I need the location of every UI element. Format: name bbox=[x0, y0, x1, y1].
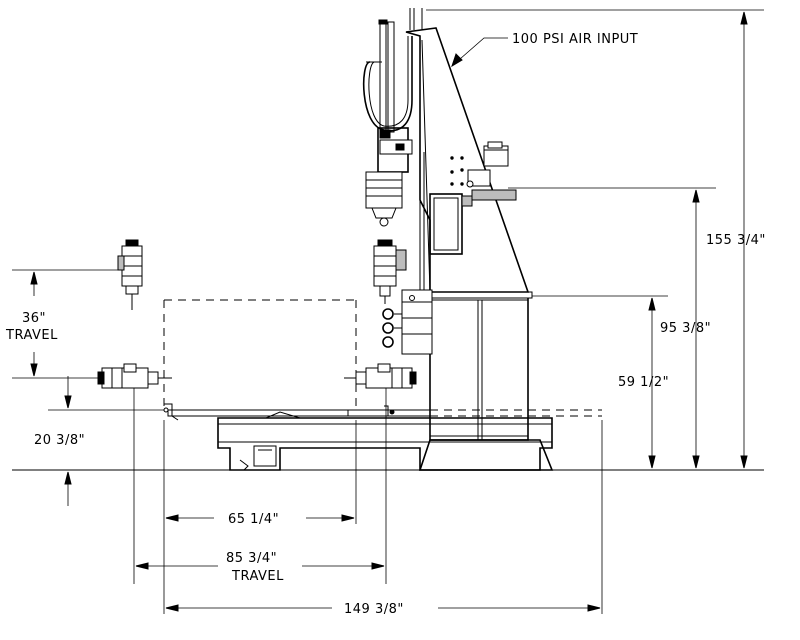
machine-base bbox=[163, 403, 602, 471]
dim-table-width: 65 1/4" bbox=[228, 512, 279, 527]
dim-overall-width: 149 3/8" bbox=[344, 602, 404, 617]
dim-table-height: 20 3/8" bbox=[34, 433, 85, 448]
travel-envelope bbox=[163, 299, 357, 408]
dimension-lines bbox=[12, 9, 764, 614]
air-input-callout: 100 PSI AIR INPUT bbox=[512, 32, 638, 47]
spindle-head-raised-position bbox=[117, 239, 143, 310]
machine-column bbox=[401, 27, 554, 471]
upper-head-assembly bbox=[362, 8, 423, 227]
spindle-head-right-position bbox=[344, 363, 417, 389]
dim-column-height: 95 3/8" bbox=[660, 321, 711, 336]
spindle-head bbox=[373, 239, 407, 348]
dim-base-height: 59 1/2" bbox=[618, 375, 669, 390]
dim-horizontal-travel-label: TRAVEL bbox=[231, 569, 284, 584]
dim-vertical-travel-label: TRAVEL bbox=[5, 328, 58, 343]
dim-overall-height: 155 3/4" bbox=[706, 233, 766, 248]
spindle-head-left-position bbox=[97, 363, 172, 389]
dim-horizontal-travel-value: 85 3/4" bbox=[226, 551, 277, 566]
dim-vertical-travel-value: 36" bbox=[22, 311, 46, 326]
